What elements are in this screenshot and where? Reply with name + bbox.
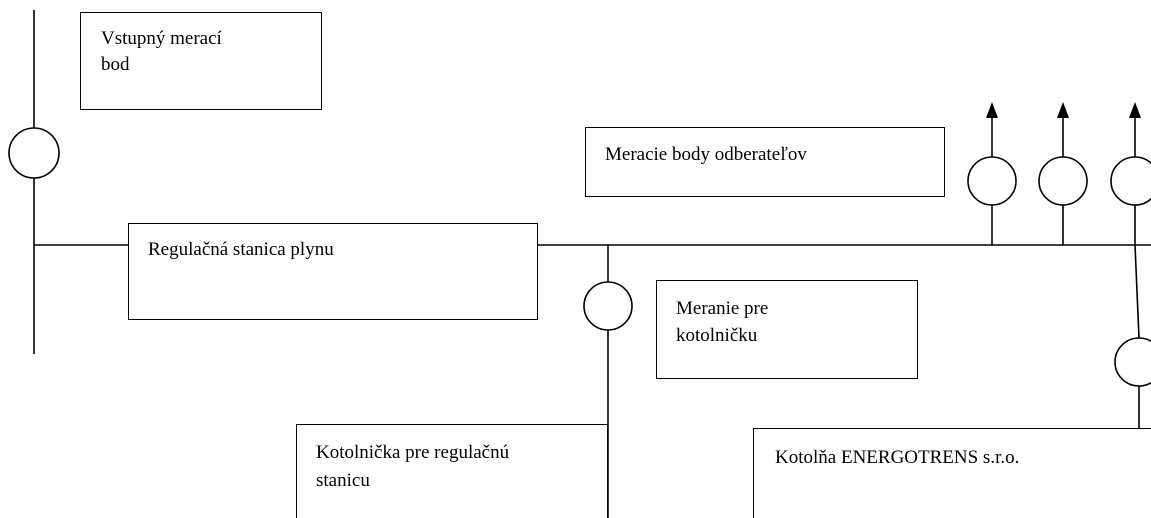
consumer-meter-3 [1110,156,1151,206]
boiler-measurement-box [656,280,918,379]
regulation-station-box [128,223,538,320]
energotrens-boiler-label: Kotolňa ENERGOTRENS s.r.o. [775,447,1020,468]
energotrens-pipe-upper [1134,244,1140,339]
entry-point-box [80,12,322,110]
station-boiler-label-line2: stanicu [316,470,370,491]
boiler-meter [583,281,633,331]
consumer-meter-2 [1038,156,1088,206]
energotrens-meter [1114,337,1151,387]
entry-point-label-line1: Vstupný merací [101,28,222,49]
boiler-measurement-label-line2: kotolničku [676,325,758,346]
arrow-up-3 [1129,102,1141,118]
consumer-meter-1 [967,156,1017,206]
entry-meter [8,127,60,179]
arrow-up-1 [986,102,998,118]
consumer-points-label: Meracie body odberateľov [605,144,807,165]
station-boiler-label-line1: Kotolnička pre regulačnú [316,442,510,463]
energotrens-boiler-box [753,428,1151,518]
consumer-points-box [585,127,945,197]
boiler-measurement-label-line1: Meranie pre [676,298,769,319]
station-boiler-box [296,424,608,518]
regulation-station-label: Regulačná stanica plynu [148,239,334,260]
arrow-up-2 [1057,102,1069,118]
entry-point-label-line2: bod [101,54,130,75]
